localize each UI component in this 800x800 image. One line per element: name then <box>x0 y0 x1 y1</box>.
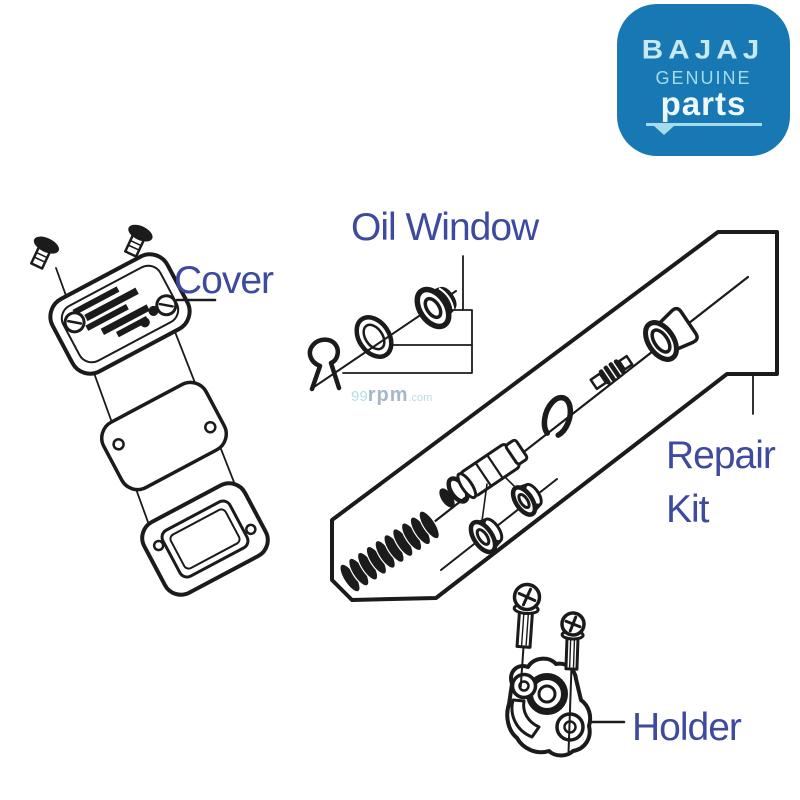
cover-assembly-drawing <box>30 224 270 597</box>
washer <box>439 488 455 508</box>
cover-plate <box>48 252 192 376</box>
bajaj-genuine-parts-logo: BAJAJ GENUINE parts <box>617 4 790 156</box>
watermark: 99rpm.com <box>351 384 432 407</box>
logo-down-arrow-icon <box>653 125 674 135</box>
watermark-brand: rpm <box>367 384 409 406</box>
watermark-prefix: 99 <box>351 388 368 405</box>
oil-window-drawing <box>307 255 473 392</box>
logo-underline <box>645 122 762 135</box>
watermark-tld: .com <box>408 392 433 404</box>
holder-drawing <box>505 582 626 758</box>
repair-kit-label-line1: Repair <box>666 434 776 477</box>
logo-genuine-text: GENUINE <box>655 67 752 88</box>
spring <box>339 510 440 593</box>
holder-clamp-arm <box>510 698 541 739</box>
repair-kit-label-line2: Kit <box>666 488 710 531</box>
diaphragm-seal <box>140 481 270 597</box>
label-oil-window: Oil Window <box>351 206 539 249</box>
valve-stem <box>589 354 634 391</box>
oil-sight-glass <box>414 286 457 330</box>
cover-screw-2 <box>124 224 153 258</box>
seal-cup-right <box>510 482 543 517</box>
o-ring <box>354 315 394 359</box>
cover-screw-1 <box>30 236 60 270</box>
label-cover: Cover <box>174 259 274 302</box>
diaphragm-plate <box>100 380 228 492</box>
holder-bolt-1 <box>512 582 542 688</box>
retainer-clip <box>307 337 342 392</box>
piston <box>456 438 529 500</box>
holder-bolt-2 <box>560 611 586 753</box>
repair-kit-drawing <box>330 230 779 602</box>
circlip <box>541 394 574 438</box>
label-repair-kit: Repair Kit <box>666 429 776 537</box>
boot-bushing <box>643 306 699 362</box>
holder-body <box>505 656 593 758</box>
logo-brand-text: BAJAJ <box>642 34 765 65</box>
seal-cup-lower <box>468 517 504 555</box>
label-holder: Holder <box>632 706 742 749</box>
logo-parts-text: parts <box>660 84 747 122</box>
oil-window-bracket <box>342 255 473 374</box>
